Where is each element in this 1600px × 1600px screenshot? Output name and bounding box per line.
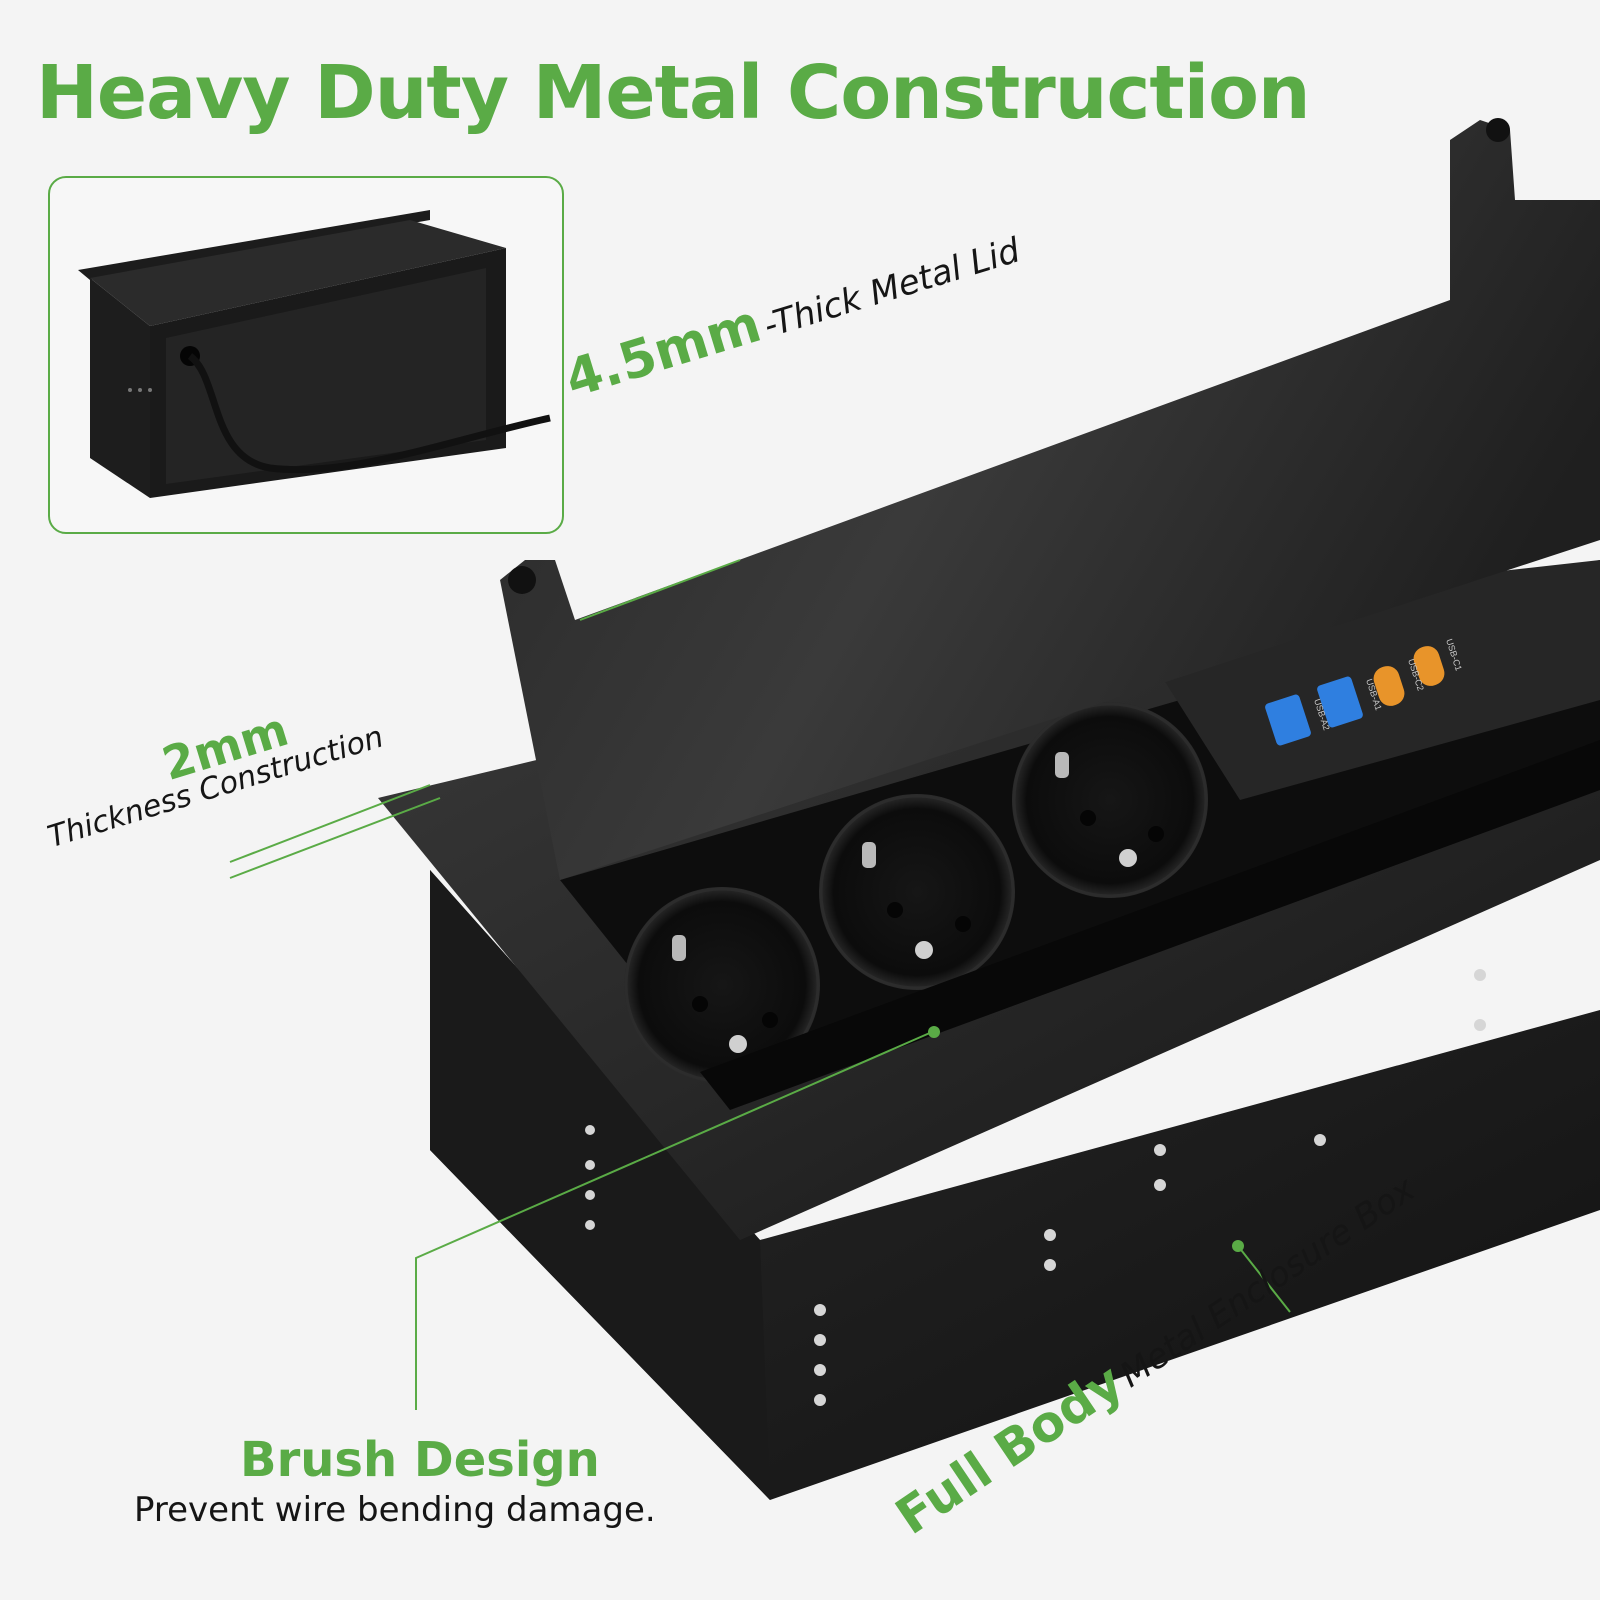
socket-3	[1012, 702, 1208, 898]
metal-lid	[500, 118, 1600, 880]
inset-bottom-view	[48, 176, 564, 534]
socket-1	[624, 887, 820, 1083]
usb-c2-port	[1373, 666, 1405, 706]
usb-a1-port	[1317, 676, 1363, 728]
brush-design-title: Brush Design	[240, 1432, 600, 1488]
screw-holes	[585, 969, 1486, 1406]
socket-2	[819, 794, 1015, 990]
enclosure-side-wall	[430, 870, 770, 1500]
usb-c1-port	[1413, 646, 1445, 686]
usb-module	[1164, 560, 1600, 800]
inset-enclosure-illustration	[78, 210, 551, 498]
usb-a2-port	[1265, 694, 1311, 746]
brush-design-text: Prevent wire bending damage.	[134, 1490, 656, 1530]
brush-callout-dot	[928, 1026, 940, 1038]
usb-a2-label: USB-A2	[1312, 698, 1332, 732]
callout-lines	[229, 559, 1291, 1410]
usb-c1-label: USB-C1	[1444, 638, 1464, 672]
body-callout-dot	[1232, 1240, 1244, 1252]
brush-strip	[700, 740, 1600, 1110]
usb-c2-label: USB-C2	[1406, 658, 1426, 692]
headline: Heavy Duty Metal Construction	[36, 50, 1311, 136]
usb-a1-label: USB-A1	[1364, 678, 1384, 712]
